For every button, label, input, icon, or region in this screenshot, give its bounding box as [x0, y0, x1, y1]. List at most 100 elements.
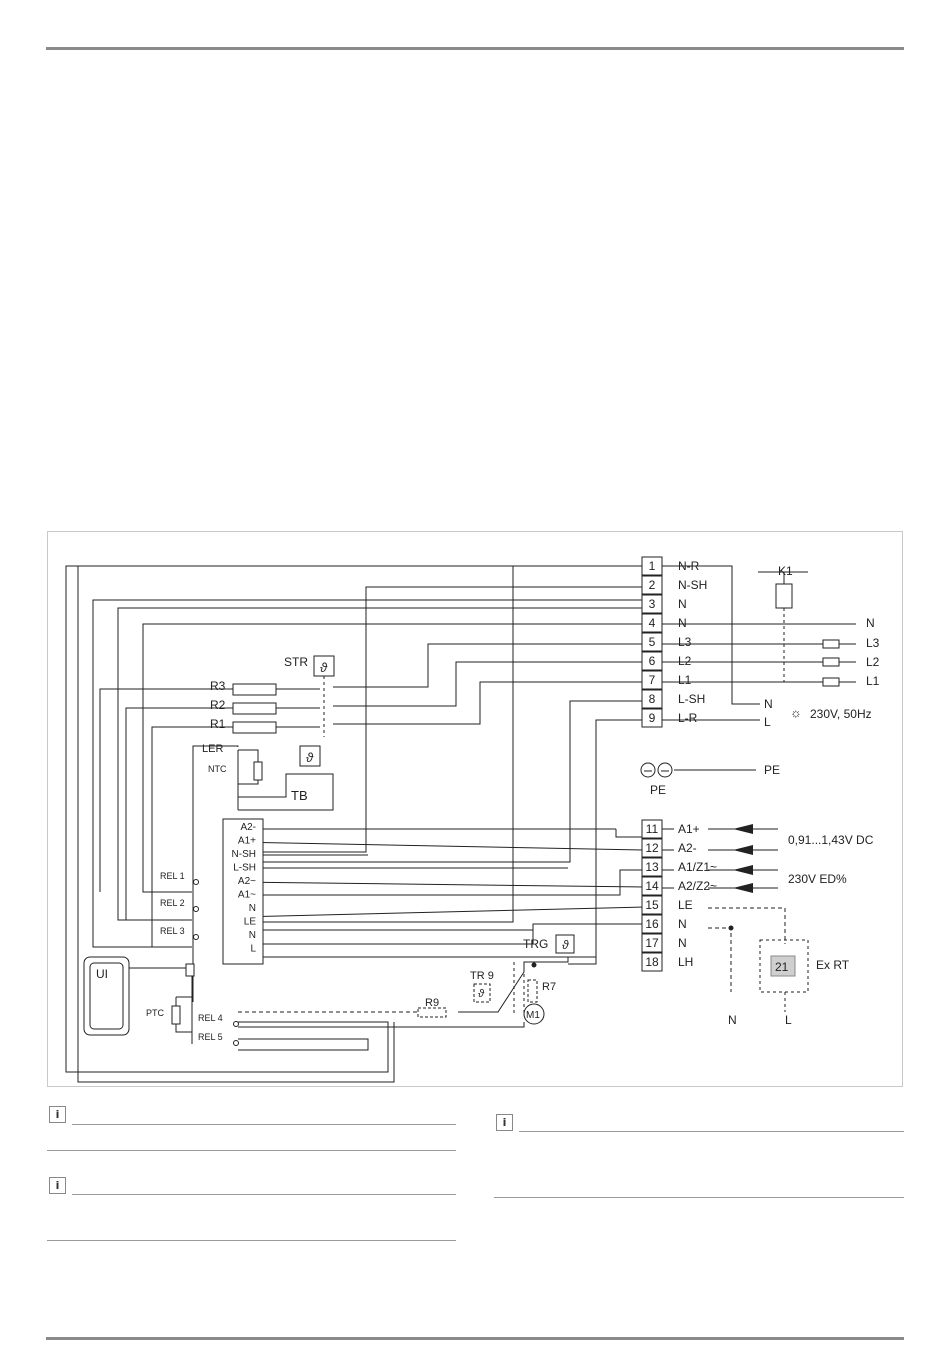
module-pin: LE: [244, 917, 257, 928]
label-ptc: PTC: [146, 1008, 165, 1018]
label-l1: L1: [866, 674, 880, 688]
wire-r2: [125, 707, 233, 920]
note-rule: [47, 1240, 456, 1241]
relay-label: REL 2: [160, 898, 185, 908]
terminal-label: A2/Z2~: [678, 879, 717, 893]
wire-r1: [151, 726, 233, 947]
relay-contact: [193, 906, 199, 912]
label-r1: R1: [210, 717, 226, 731]
label-ui: UI: [96, 967, 108, 981]
wire-ler: [192, 745, 239, 1002]
note-rule: [519, 1131, 904, 1132]
terminal-14: 14 A2/Z2~: [641, 876, 717, 896]
terminal-number: 16: [645, 917, 659, 931]
terminal-5: 5 L3: [641, 632, 692, 652]
wire-t4: [142, 623, 644, 893]
terminal-label: N: [678, 917, 687, 931]
terminal-label: L-SH: [678, 692, 705, 706]
terminal-label: N-R: [678, 559, 700, 573]
terminal-number: 12: [645, 841, 659, 855]
terminal-number: 1: [649, 559, 656, 573]
terminal-1: 1 N-R: [641, 556, 700, 576]
label-n-lower: N: [728, 1013, 737, 1027]
wire-t1b: [261, 565, 644, 923]
wire-t5: [333, 643, 644, 688]
terminal-15: 15 LE: [641, 895, 693, 915]
terminal-number: 3: [649, 597, 656, 611]
terminal-number: 2: [649, 578, 656, 592]
label-pe-symbol: PE: [650, 783, 666, 797]
wire-t9: [568, 719, 644, 965]
terminal-7: 7 L1: [641, 670, 692, 690]
terminal-number: 14: [645, 879, 659, 893]
label-ler: LER: [202, 743, 223, 755]
tr9-theta-icon: ϑ: [478, 988, 485, 1000]
terminal-label: L3: [678, 635, 692, 649]
label-tb: TB: [291, 788, 308, 803]
terminal-label: LE: [678, 898, 693, 912]
module-pin: N: [249, 903, 256, 914]
module-pin: N-SH: [232, 849, 256, 860]
module-pin: A2~: [238, 876, 256, 887]
module-pin: A1+: [238, 836, 256, 847]
note-rule: [72, 1124, 456, 1125]
label-k1: K1: [778, 564, 793, 578]
label-n-supply: N: [764, 697, 773, 711]
relay-label: REL 5: [198, 1032, 223, 1042]
wire-t2: [261, 586, 644, 853]
wire-t3b: [117, 607, 644, 921]
info-icon: i: [49, 1177, 66, 1194]
terminal-label: N: [678, 616, 687, 630]
module-pin: A1~: [238, 890, 256, 901]
relay-contact: [233, 1040, 239, 1046]
terminal-number: 5: [649, 635, 656, 649]
ui-panel: [83, 956, 130, 1036]
label-pe: PE: [764, 763, 780, 777]
terminal-number: 4: [649, 616, 656, 630]
relay-contact: [193, 934, 199, 940]
str-theta-icon: ϑ: [320, 660, 328, 675]
label-supply: 230V, 50Hz: [810, 707, 872, 721]
terminal-number: 15: [645, 898, 659, 912]
module-pin: N: [249, 930, 256, 941]
label-str: STR: [284, 655, 308, 669]
terminal-label: A1/Z1~: [678, 860, 717, 874]
label-ed: 230V ED%: [788, 872, 847, 886]
note-rule: [494, 1197, 904, 1198]
label-n-right: N: [866, 616, 875, 630]
top-rule: [46, 47, 904, 50]
label-r9: R9: [425, 997, 439, 1009]
trg-theta-icon: ϑ: [562, 938, 569, 952]
terminal-16: 16 N: [641, 914, 687, 934]
sun-icon: ☼: [790, 705, 802, 720]
note-rule: [72, 1194, 456, 1195]
bottom-rule: [46, 1337, 904, 1340]
wire-tb: [238, 773, 334, 811]
label-r7: R7: [542, 981, 556, 993]
label-exrt-num: 21: [775, 960, 789, 974]
wire-r3: [99, 688, 233, 892]
terminal-label: L1: [678, 673, 692, 687]
terminal-number: 7: [649, 673, 656, 687]
wire-t6: [333, 661, 644, 707]
terminal-label: N: [678, 597, 687, 611]
wire-t1c: [77, 565, 644, 1083]
wire-group: [65, 565, 856, 1083]
label-ntc: NTC: [208, 764, 227, 774]
wire-t1: [65, 565, 644, 1073]
label-l-supply: L: [764, 715, 771, 729]
